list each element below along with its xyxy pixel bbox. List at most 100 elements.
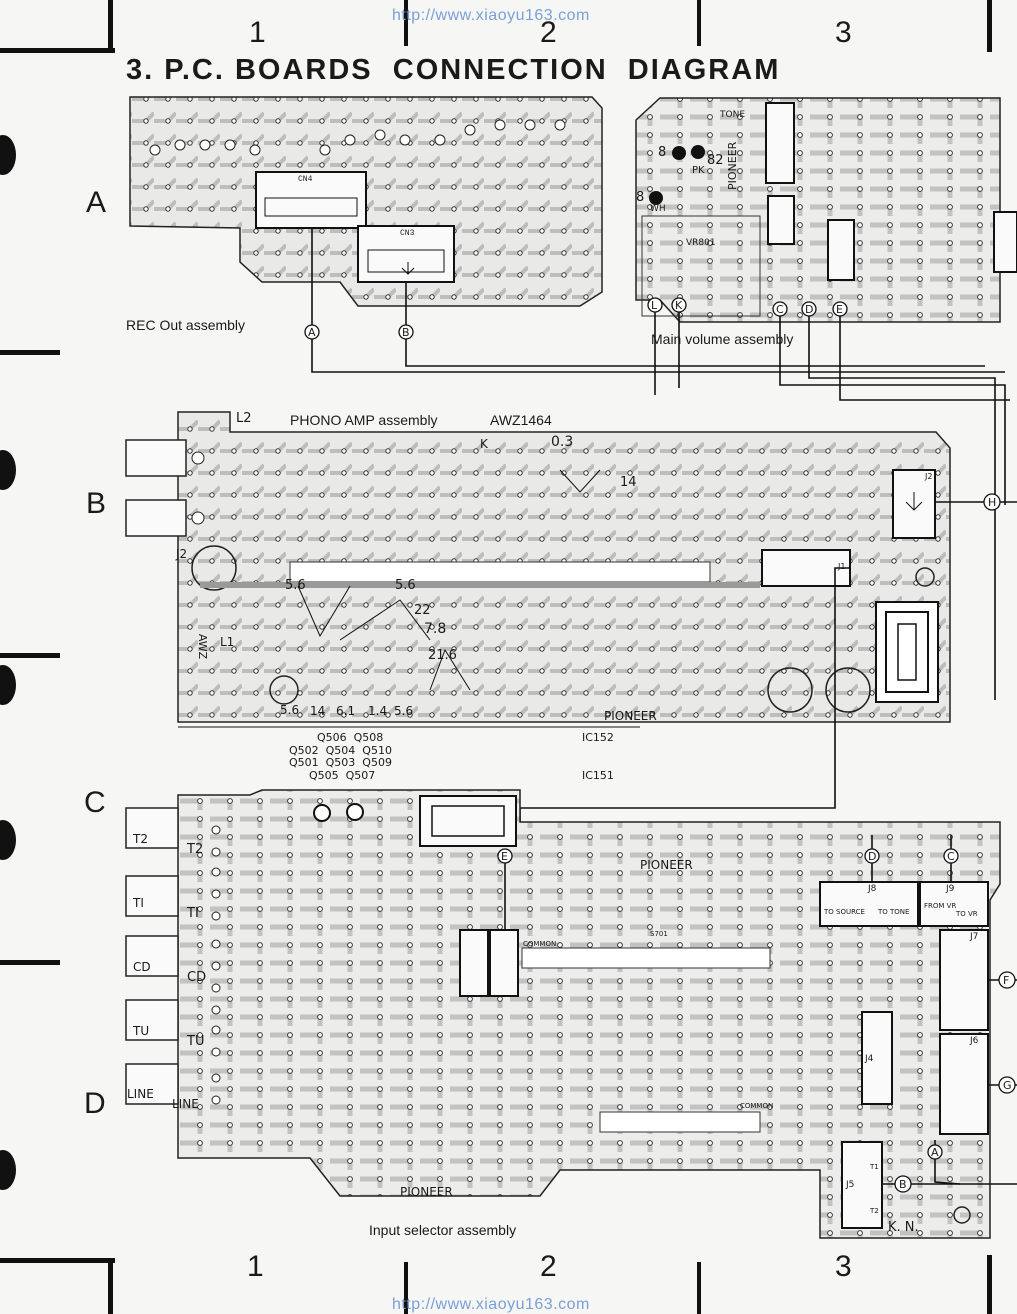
- wire-82-label: 82: [707, 153, 724, 168]
- brand-label-selector-bottom: PIONEER: [400, 1185, 453, 1199]
- voltage-5-6-c: 5.6: [280, 703, 300, 717]
- binder-hole: [0, 1150, 16, 1190]
- voltage-5-6-a: 5.6: [285, 578, 306, 593]
- ic152-label: IC152: [582, 731, 614, 744]
- voltage-14: 14: [620, 475, 637, 490]
- transistor-row-2: Q502 Q504 Q510: [289, 744, 392, 757]
- node-a-label-selector: A: [931, 1146, 939, 1159]
- node-b-label: B: [402, 326, 410, 339]
- registration-mark: [697, 1262, 701, 1314]
- voltage-7-8: 7.8: [424, 621, 447, 637]
- brand-label-phono: PIONEER: [604, 709, 657, 723]
- voltage-5-6-b: 5.6: [395, 578, 416, 593]
- voltage-1-4: 1.4: [368, 704, 388, 718]
- wire-8b-label: 8: [636, 190, 645, 205]
- from-vr-label: FROM VR: [924, 902, 957, 910]
- input-t2-board-label: T2: [187, 842, 204, 857]
- node-e-label-volume: E: [836, 303, 843, 316]
- rec-out-assembly-label: REC Out assembly: [126, 317, 246, 333]
- row-letter-d: D: [84, 1087, 106, 1120]
- column-number-3-bottom: 3: [835, 1250, 852, 1283]
- to-source-label: TO SOURCE: [824, 908, 865, 916]
- node-b-label-selector: B: [899, 1178, 907, 1191]
- node-e-label-selector: E: [501, 850, 508, 863]
- phono-k-label: K: [480, 437, 488, 451]
- phono-l2-label: L2: [236, 411, 252, 426]
- node-f-label: F: [1003, 974, 1010, 987]
- watermark-top: http://www.xiaoyu163.com: [392, 7, 590, 24]
- watermark-bottom: http://www.xiaoyu163.com: [392, 1296, 590, 1313]
- cn4-label: CN4: [298, 175, 313, 184]
- column-number-1: 1: [249, 16, 266, 49]
- binder-hole: [0, 820, 16, 860]
- registration-mark: [0, 960, 60, 965]
- row-letter-b: B: [86, 487, 107, 520]
- transistor-row-4: Q505 Q507: [309, 769, 376, 782]
- cn4-connector: [255, 171, 367, 229]
- input-tu-board-label: TU: [187, 1034, 205, 1049]
- registration-mark: [987, 0, 992, 52]
- registration-mark: [108, 0, 113, 53]
- common-label: COMMON: [523, 940, 557, 948]
- input-t2-label: T2: [133, 832, 148, 846]
- registration-mark: [697, 0, 701, 46]
- registration-mark: [0, 1258, 115, 1263]
- j4-label: J4: [865, 1054, 874, 1064]
- registration-mark: [404, 1262, 408, 1314]
- node-c-label-volume: C: [776, 303, 784, 316]
- j6-label: J6: [970, 1036, 979, 1046]
- j2-label-phono: J2: [925, 472, 933, 481]
- registration-mark: [404, 0, 408, 46]
- node-markers: [304, 297, 1016, 1193]
- to-tone-label: TO TONE: [878, 908, 910, 916]
- t2-label: T2: [870, 1207, 879, 1215]
- phono-l1-label: L1: [220, 635, 235, 649]
- phono-amp-assembly-label: PHONO AMP assembly: [290, 412, 438, 428]
- input-t1-board-label: TI: [187, 906, 199, 921]
- column-number-3: 3: [835, 16, 852, 49]
- node-d-label-selector: D: [868, 850, 877, 863]
- j7-connector: [939, 929, 989, 1031]
- voltage-22: 22: [414, 603, 431, 618]
- row-letter-a: A: [86, 186, 107, 219]
- tone-connector: [765, 102, 795, 184]
- registration-mark: [0, 350, 60, 355]
- node-c-label-selector: C: [947, 850, 955, 863]
- brand-label-selector-top: PIONEER: [640, 858, 693, 872]
- node-g-label: G: [1003, 1079, 1012, 1092]
- phono-awz-label: AWZ: [196, 633, 210, 660]
- s701-label: S701: [650, 930, 668, 938]
- page-title: 3. P.C. BOARDS CONNECTION DIAGRAM: [126, 54, 781, 86]
- brand-label-volume: PIONEER: [726, 141, 739, 190]
- input-tu-label: TU: [133, 1024, 150, 1038]
- j5-connector: [841, 1141, 883, 1229]
- wire-8-label: 8: [658, 145, 667, 160]
- node-h-label: H: [988, 496, 997, 509]
- column-number-1-bottom: 1: [247, 1250, 264, 1283]
- common-label-2: COMMON: [740, 1102, 774, 1110]
- input-t1-label: TI: [133, 896, 144, 910]
- input-line-board-label: LINE: [172, 1097, 199, 1111]
- voltage-21-6: 21.6: [428, 648, 457, 663]
- input-line-label: LINE: [127, 1087, 154, 1101]
- voltage-14-b: 14: [310, 704, 326, 718]
- binder-hole: [0, 135, 16, 175]
- j4-connector: [861, 1011, 893, 1105]
- registration-mark: [0, 653, 60, 658]
- main-volume-board: [635, 97, 1017, 700]
- input-cd-label: CD: [133, 960, 151, 974]
- phono-amp-board: [125, 411, 1017, 850]
- rec-out-board: [129, 96, 1005, 373]
- transistor-row-3: Q501 Q503 Q509: [289, 756, 392, 769]
- cn3-label: CN3: [400, 229, 415, 238]
- row-letter-c: C: [84, 786, 106, 819]
- j10-connector: [767, 195, 795, 245]
- registration-mark: [987, 1255, 992, 1314]
- to-vr-label: TO VR: [956, 910, 978, 918]
- selector-connector-left: [459, 929, 489, 997]
- vr801-label: VR801: [686, 238, 716, 248]
- column-number-2: 2: [540, 16, 557, 49]
- j8-connector: [819, 881, 919, 927]
- voltage-0-3: 0.3: [551, 434, 574, 450]
